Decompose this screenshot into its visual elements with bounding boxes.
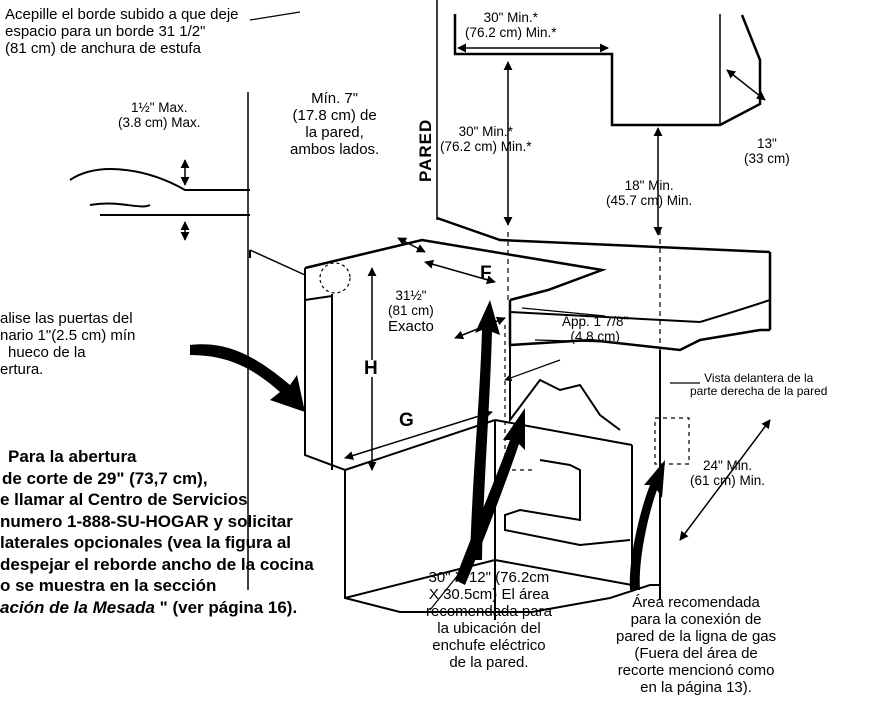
approx-depth-label: App. 1 7/8" (4.8 cm): [562, 314, 629, 344]
front-view-label: Vista delantera de la parte derecha de l…: [690, 371, 828, 398]
exact-width-label: 31½" (81 cm) Exacto: [388, 288, 434, 335]
wall-label: PARED: [416, 118, 435, 182]
min-24-label: 24" Min. (61 cm) Min.: [690, 458, 766, 488]
brush-edge-note: Acepille el borde subido a que deje espa…: [5, 6, 239, 57]
outlet-area-note: 30" X 12" (76.2cm X 30.5cm) El área reco…: [426, 569, 552, 671]
range-height-clearance-label: 30" Min.* (76.2 cm) Min.*: [440, 124, 532, 154]
upper-clearance-label: 30" Min.* (76.2 cm) Min.*: [465, 10, 557, 40]
cutout-29-note: Para la abertura de corte de 29" (73,7 c…: [0, 447, 314, 617]
min-wall-distance-label: Mín. 7" (17.8 cm) de la pared, ambos lad…: [290, 90, 380, 158]
doors-note: alise las puertas del nario 1"(2.5 cm) m…: [0, 310, 136, 378]
dimension-h: H: [364, 358, 378, 379]
dimension-f: F: [480, 263, 492, 284]
gas-area-note: Área recomendada para la conexión de par…: [616, 594, 777, 696]
dimension-g: G: [399, 410, 414, 431]
side-clearance-18-label: 18" Min. (45.7 cm) Min.: [606, 178, 693, 208]
cabinet-depth-label: 13" (33 cm): [744, 136, 790, 166]
max-edge-label: 1½" Max. (3.8 cm) Max.: [118, 100, 201, 130]
